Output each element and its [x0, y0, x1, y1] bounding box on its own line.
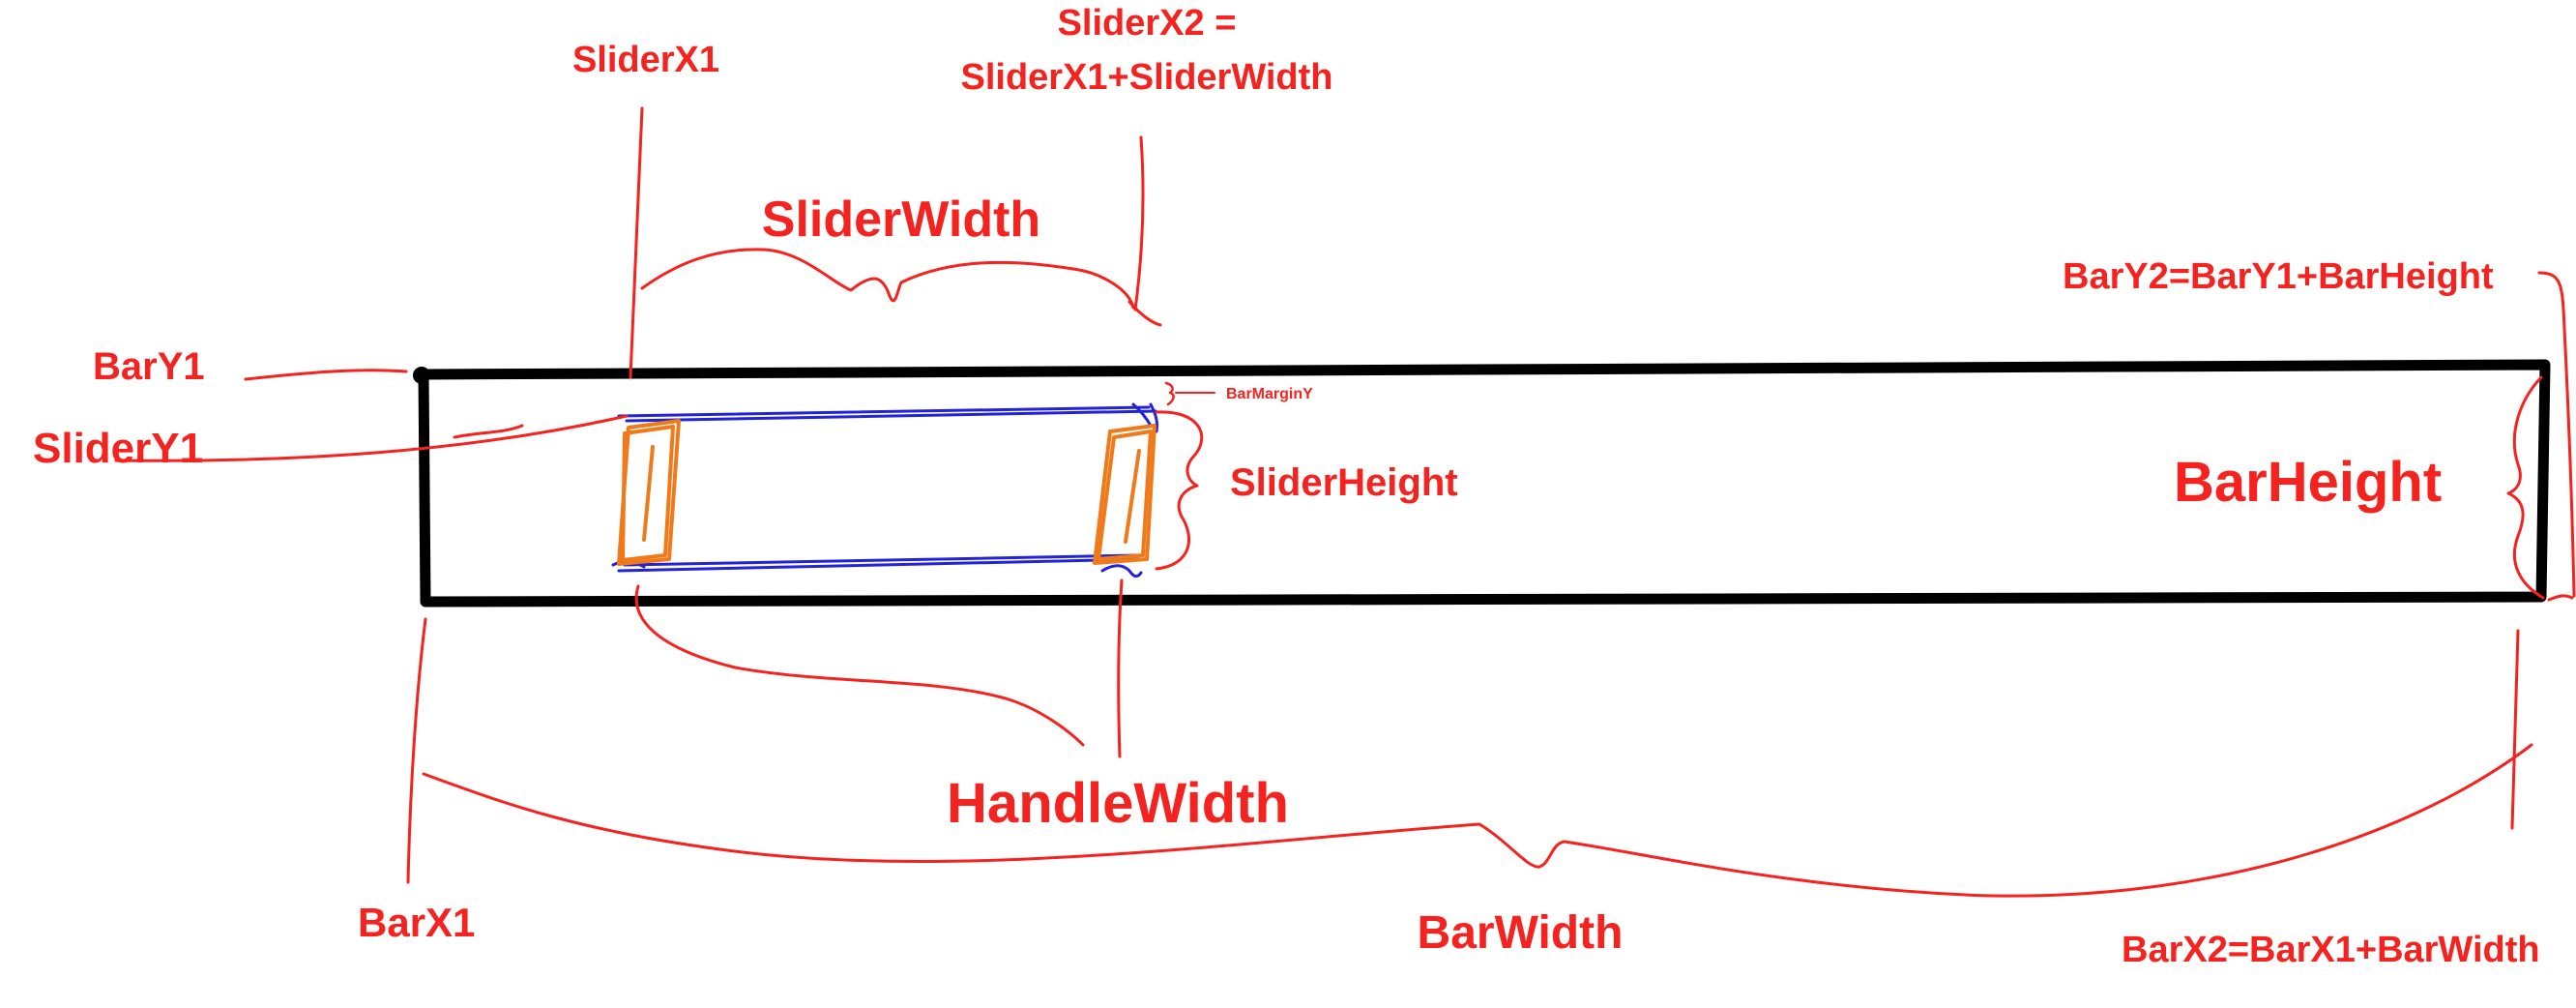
label-bar-y2: BarY2=BarY1+BarHeight [2063, 256, 2494, 297]
slider-x2-line [1133, 135, 1145, 311]
slider-width-brace [640, 248, 1135, 310]
bar-height-brace [2506, 375, 2545, 600]
bar-y1-line [244, 369, 408, 381]
bar-x1-line [406, 617, 427, 884]
bar-origin-dot [413, 367, 430, 384]
bar-width-brace [422, 743, 2533, 898]
slider-handle-right [1093, 424, 1156, 565]
bar-y2-hook [2547, 594, 2574, 602]
slider-y1-line [114, 414, 629, 462]
label-bar-x2: BarX2=BarX1+BarWidth [2122, 930, 2540, 970]
label-slider-width: SliderWidth [762, 192, 1040, 248]
bar-margin-y-brace [1164, 381, 1175, 406]
slider-outline [611, 402, 1158, 578]
label-slider-x2-line2: SliderX1+SliderWidth [960, 57, 1332, 98]
label-slider-x1: SliderX1 [572, 40, 719, 80]
bar-y2-line [2537, 271, 2576, 598]
label-bar-margin-y: BarMarginY [1226, 386, 1313, 402]
label-bar-x1: BarX1 [358, 900, 475, 945]
label-handle-width: HandleWidth [947, 772, 1289, 835]
slider-y1-line-2 [453, 424, 524, 439]
label-slider-y1: SliderY1 [33, 425, 203, 472]
bar-x2-line [2510, 629, 2520, 830]
handle-width-pointer [1117, 578, 1124, 758]
label-bar-width: BarWidth [1418, 907, 1624, 959]
label-slider-height: SliderHeight [1230, 461, 1458, 504]
handle-width-brace [634, 584, 1085, 747]
label-slider-x2-line1: SliderX2 = [1058, 3, 1237, 44]
slider-handle-left [617, 419, 681, 566]
slider-height-brace [1155, 410, 1204, 571]
slider-x1-line [629, 106, 644, 379]
label-bar-y1: BarY1 [93, 345, 205, 388]
label-bar-height: BarHeight [2174, 451, 2442, 514]
